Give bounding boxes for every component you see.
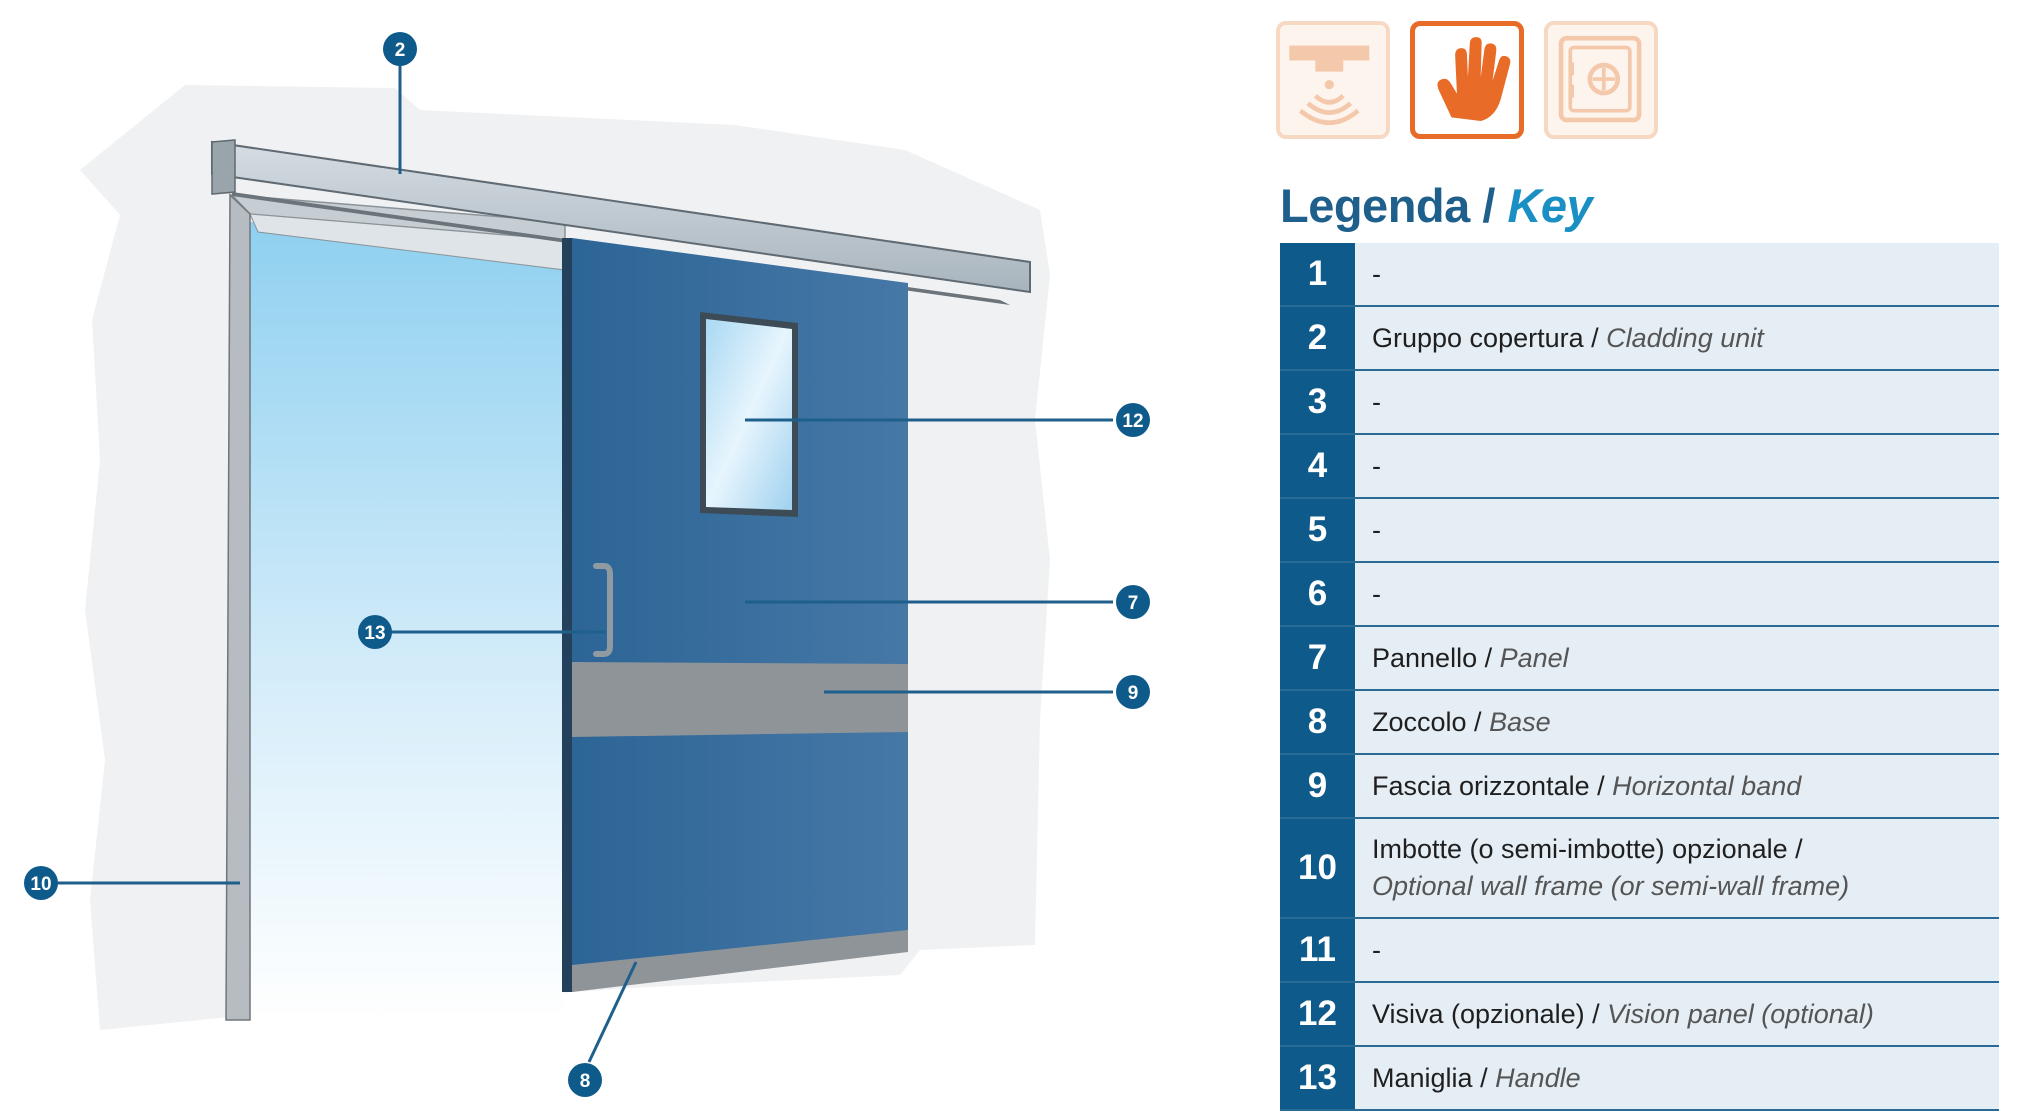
handle xyxy=(593,563,613,657)
door-base xyxy=(572,930,908,992)
row-description: Maniglia / Handle xyxy=(1355,1047,1999,1109)
svg-text:12: 12 xyxy=(1122,411,1143,432)
row-description: Zoccolo / Base xyxy=(1355,691,1999,753)
row-description: - xyxy=(1355,435,1999,497)
row-description: Pannello / Panel xyxy=(1355,627,1999,689)
row-label-en: Cladding unit xyxy=(1606,322,1764,353)
legend-table: 1 - 2 Gruppo copertura / Cladding unit 3… xyxy=(1280,243,1999,1111)
row-number: 5 xyxy=(1280,499,1355,561)
svg-text:2: 2 xyxy=(395,40,406,61)
row-separator: / xyxy=(1472,1062,1496,1093)
row-label-it: - xyxy=(1372,578,1381,609)
svg-text:8: 8 xyxy=(580,1071,591,1092)
row-label-it: - xyxy=(1372,450,1381,481)
legend-title-it: Legenda xyxy=(1280,179,1470,232)
row-label-it: Maniglia xyxy=(1372,1062,1473,1093)
row-label-en: Panel xyxy=(1499,642,1569,673)
row-separator: / xyxy=(1583,322,1607,353)
legend-row: 1 - xyxy=(1280,243,1999,307)
safe-icon xyxy=(1544,21,1658,139)
callout-9: 9 xyxy=(1116,675,1150,709)
row-description: - xyxy=(1355,563,1999,625)
legend-row: 6 - xyxy=(1280,563,1999,627)
row-label-it: - xyxy=(1372,934,1381,965)
row-label-it: Pannello xyxy=(1372,642,1478,673)
row-label-it: Fascia orizzontale xyxy=(1372,770,1590,801)
opening xyxy=(250,222,565,1020)
row-separator: / xyxy=(1584,998,1608,1029)
legend-row: 10 Imbotte (o semi-imbotte) opzionale / O… xyxy=(1280,819,1999,919)
row-number: 13 xyxy=(1280,1047,1355,1109)
legend-title-separator: / xyxy=(1469,179,1508,232)
row-label-it: Visiva (opzionale) xyxy=(1372,998,1585,1029)
row-label-en: Handle xyxy=(1495,1062,1581,1093)
legend-row: 9 Fascia orizzontale / Horizontal band xyxy=(1280,755,1999,819)
row-label-it: - xyxy=(1372,258,1381,289)
legend-row: 12 Visiva (opzionale) / Vision panel (op… xyxy=(1280,983,1999,1047)
legend-row: 3 - xyxy=(1280,371,1999,435)
row-description: Imbotte (o semi-imbotte) opzionale / Opti… xyxy=(1355,819,1999,917)
row-label-en: Optional wall frame (or semi-wall frame) xyxy=(1372,871,1850,901)
callout-7: 7 xyxy=(1116,585,1150,619)
row-number: 2 xyxy=(1280,307,1355,369)
row-number: 11 xyxy=(1280,919,1355,981)
cladding-unit-end xyxy=(211,139,236,195)
svg-text:7: 7 xyxy=(1128,593,1139,614)
callout-8: 8 xyxy=(568,1063,602,1097)
wall-frame xyxy=(225,193,251,1021)
svg-text:9: 9 xyxy=(1128,683,1139,704)
legend-row: 8 Zoccolo / Base xyxy=(1280,691,1999,755)
row-number: 1 xyxy=(1280,243,1355,305)
row-label-it: Zoccolo xyxy=(1372,706,1467,737)
legend-row: 7 Pannello / Panel xyxy=(1280,627,1999,691)
door-illustration: 2 12 7 13 9 10 8 xyxy=(24,32,1150,1097)
horizontal-band xyxy=(572,662,908,737)
row-label-en: Horizontal band xyxy=(1612,770,1802,801)
vision-panel-glass xyxy=(706,319,792,510)
row-description: Gruppo copertura / Cladding unit xyxy=(1355,307,1999,369)
legend-row: 4 - xyxy=(1280,435,1999,499)
row-description: - xyxy=(1355,499,1999,561)
callout-2: 2 xyxy=(383,32,417,66)
door-panel-edge xyxy=(562,238,572,992)
sensor-icon xyxy=(1276,21,1390,139)
legend-row: 2 Gruppo copertura / Cladding unit xyxy=(1280,307,1999,371)
row-description: - xyxy=(1355,243,1999,305)
legend-title: Legenda / Key xyxy=(1280,178,1593,233)
row-number: 3 xyxy=(1280,371,1355,433)
row-number: 6 xyxy=(1280,563,1355,625)
row-separator: / xyxy=(1589,770,1613,801)
row-separator: / xyxy=(1466,706,1490,737)
legend-row: 5 - xyxy=(1280,499,1999,563)
callout-12: 12 xyxy=(1116,403,1150,437)
callout-10: 10 xyxy=(24,866,58,900)
row-number: 4 xyxy=(1280,435,1355,497)
row-description: Visiva (opzionale) / Vision panel (optio… xyxy=(1355,983,1999,1045)
legend-row: 13 Maniglia / Handle xyxy=(1280,1047,1999,1111)
hand-icon xyxy=(1410,21,1524,139)
row-label-it: Gruppo copertura xyxy=(1372,322,1584,353)
row-description: - xyxy=(1355,919,1999,981)
row-number: 8 xyxy=(1280,691,1355,753)
row-description: Fascia orizzontale / Horizontal band xyxy=(1355,755,1999,817)
leader-lines xyxy=(56,64,1113,1063)
row-separator: / xyxy=(1477,642,1500,673)
legend-row: 11 - xyxy=(1280,919,1999,983)
svg-text:13: 13 xyxy=(364,623,385,644)
row-number: 10 xyxy=(1280,819,1355,917)
row-label-en: Vision panel (optional) xyxy=(1607,998,1874,1029)
row-number: 9 xyxy=(1280,755,1355,817)
svg-text:10: 10 xyxy=(30,874,51,895)
legend-title-en: Key xyxy=(1507,179,1593,232)
row-number: 7 xyxy=(1280,627,1355,689)
door-panel xyxy=(572,238,908,992)
operation-mode-icons xyxy=(1276,21,1658,146)
row-label-it: - xyxy=(1372,386,1381,417)
row-description: - xyxy=(1355,371,1999,433)
callout-13: 13 xyxy=(358,615,392,649)
row-number: 12 xyxy=(1280,983,1355,1045)
row-label-en: Base xyxy=(1489,706,1551,737)
row-label-it: - xyxy=(1372,514,1381,545)
row-label-it: Imbotte (o semi-imbotte) opzionale / xyxy=(1372,834,1803,864)
